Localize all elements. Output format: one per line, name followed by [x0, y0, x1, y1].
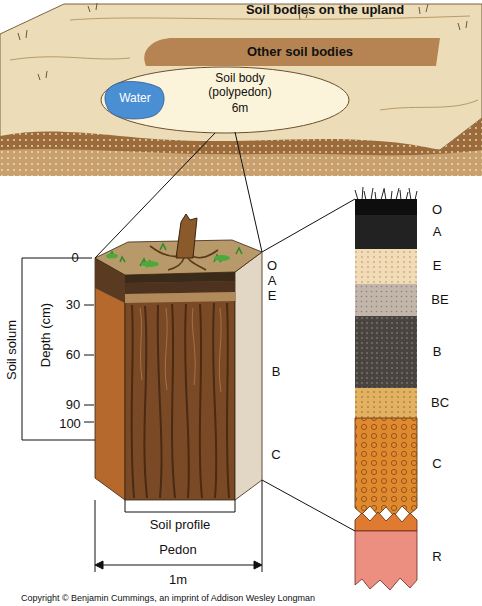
pedon-label: Pedon	[159, 543, 197, 557]
tick	[84, 355, 94, 356]
tick	[84, 422, 94, 423]
horizon-letter: C	[271, 448, 280, 462]
water-body: Water	[104, 80, 166, 120]
weathered-rock	[355, 512, 417, 531]
land-top-surface	[0, 4, 482, 150]
dimension-arrowheads	[95, 561, 262, 569]
horizon-letter: E	[433, 259, 442, 273]
pedon-left-face	[95, 258, 125, 500]
root-streaks	[131, 303, 229, 498]
profile-bracket	[95, 480, 262, 572]
upland-landscape: Soil bodies on the uplandOther soil bodi…	[0, 0, 482, 176]
depth-axis	[22, 258, 95, 440]
stump-roots	[150, 246, 218, 270]
copyright-notice: Copyright © Benjamin Cummings, an imprin…	[21, 594, 315, 604]
be-texture	[355, 284, 417, 316]
depth-value: 0	[71, 251, 78, 265]
grass-tufts	[108, 244, 242, 266]
tick	[84, 405, 94, 406]
horizon-letter: O	[267, 259, 277, 273]
node-text: Water	[104, 92, 166, 106]
be-horizon	[355, 284, 417, 316]
soil-profile-bracket	[125, 500, 235, 512]
node-text: 6m	[192, 102, 288, 116]
plant	[141, 261, 159, 267]
depth-value: 60	[66, 348, 80, 362]
pedon-prism	[95, 214, 262, 500]
a-layer	[125, 281, 235, 294]
o-horizon	[355, 199, 417, 215]
upland-contours	[10, 16, 478, 110]
horizon-letter: A	[268, 274, 277, 288]
depth-value: 90	[66, 398, 80, 412]
horizon-letter: B	[272, 365, 281, 379]
horizon-letter: C	[432, 457, 441, 471]
node-text: Soil body (polypedon)	[192, 72, 288, 100]
axis-title: Depth (cm)	[39, 303, 53, 367]
horizon-letter: A	[433, 225, 442, 239]
e-texture	[355, 249, 417, 284]
e-layer	[125, 292, 235, 303]
tree-stump	[176, 214, 197, 258]
horizon-letter: BE	[431, 293, 448, 307]
horizon-letter: BC	[431, 396, 449, 410]
solum-bracket-top	[22, 258, 92, 259]
horizon-letter: B	[433, 345, 442, 359]
horizon-column	[355, 187, 417, 590]
tick	[84, 305, 94, 306]
e-horizon	[355, 249, 417, 284]
r-horizon	[355, 531, 417, 590]
bc-texture	[355, 388, 417, 418]
polypedon-area: Soil body (polypedon) 6m Water	[100, 66, 350, 134]
pedon-right-face	[235, 252, 262, 500]
other-soil-band: Other soil bodies	[140, 38, 440, 66]
profile-label: Soil profile	[150, 518, 211, 532]
leader-line	[262, 199, 355, 252]
b-texture	[355, 316, 417, 388]
horizon-letter: E	[268, 289, 277, 303]
c-horizon	[355, 418, 417, 516]
bc-horizon	[355, 388, 417, 418]
dimension-label: 1m	[169, 573, 187, 587]
root-highlights	[140, 308, 221, 392]
a-horizon	[355, 215, 417, 249]
horizon-letter: R	[432, 550, 441, 564]
grass	[355, 187, 417, 200]
pedon-dimension-line	[99, 565, 258, 566]
leader-line	[262, 480, 355, 531]
pedon-front-face	[125, 272, 235, 500]
depth-value: 30	[66, 298, 80, 312]
band-shape	[144, 38, 440, 66]
node-text: Soil bodies on the upland	[180, 3, 470, 18]
node-text: Other soil bodies	[180, 45, 420, 60]
ellipse-shape	[101, 67, 349, 133]
c-texture	[355, 418, 417, 516]
extension-line	[262, 480, 263, 572]
extension-line	[95, 500, 96, 572]
horizon-letter: O	[432, 203, 442, 217]
plant	[214, 255, 230, 261]
plant	[106, 254, 118, 259]
bracket-label: Soil solum	[5, 317, 19, 383]
solum-bracket-bottom	[22, 440, 95, 441]
b-horizon	[355, 316, 417, 388]
depth-value: 100	[59, 417, 81, 431]
solum-bracket	[22, 258, 23, 440]
